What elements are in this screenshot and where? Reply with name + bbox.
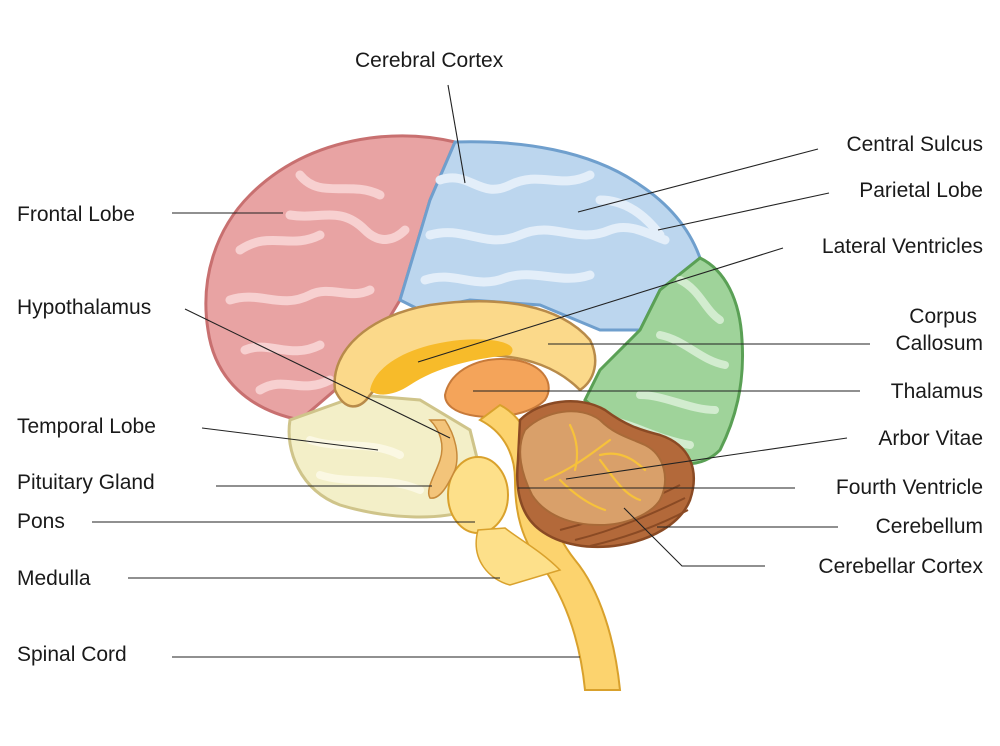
label-cerebellum: Cerebellum xyxy=(875,515,983,538)
label-cerebellar-cortex: Cerebellar Cortex xyxy=(818,555,983,578)
leader-central-sulcus xyxy=(577,148,819,213)
frontal-gyri xyxy=(225,170,410,395)
leader-hypothalamus xyxy=(184,308,451,439)
label-frontal-lobe: Frontal Lobe xyxy=(17,203,135,226)
label-thalamus: Thalamus xyxy=(890,380,983,403)
label-medulla: Medulla xyxy=(17,567,91,590)
label-hypothalamus: Hypothalamus xyxy=(17,296,152,319)
label-fourth-ventricle: Fourth Ventricle xyxy=(835,476,983,499)
label-cerebral-cortex: Cerebral Cortex xyxy=(355,49,504,72)
leader-cerebral-cortex xyxy=(447,84,466,184)
label-corpus-callosum-line2: Callosum xyxy=(895,332,983,355)
leader-parietal-lobe xyxy=(657,192,830,231)
label-pons: Pons xyxy=(17,510,65,533)
label-corpus-callosum-line1: Corpus xyxy=(909,305,977,328)
arbor-vitae-shape xyxy=(519,410,666,527)
lateral-ventricle-shape xyxy=(370,339,513,395)
label-parietal-lobe: Parietal Lobe xyxy=(859,179,983,202)
leader-lines xyxy=(92,84,870,658)
label-temporal-lobe: Temporal Lobe xyxy=(17,415,156,438)
pituitary-shape xyxy=(428,419,458,499)
thalamus-shape xyxy=(443,358,550,418)
leader-temporal-lobe xyxy=(201,427,379,451)
leader-cerebellar-cortex xyxy=(623,507,765,567)
medulla-shape xyxy=(475,527,562,586)
leader-lateral-ventricles xyxy=(417,247,784,363)
leader-arbor-vitae xyxy=(565,437,848,480)
label-spinal-cord: Spinal Cord xyxy=(17,643,127,666)
label-central-sulcus: Central Sulcus xyxy=(846,133,983,156)
label-pituitary-gland: Pituitary Gland xyxy=(17,471,155,494)
label-lateral-ventricles: Lateral Ventricles xyxy=(821,235,983,258)
parietal-gyri xyxy=(420,170,670,287)
label-arbor-vitae: Arbor Vitae xyxy=(878,427,983,450)
